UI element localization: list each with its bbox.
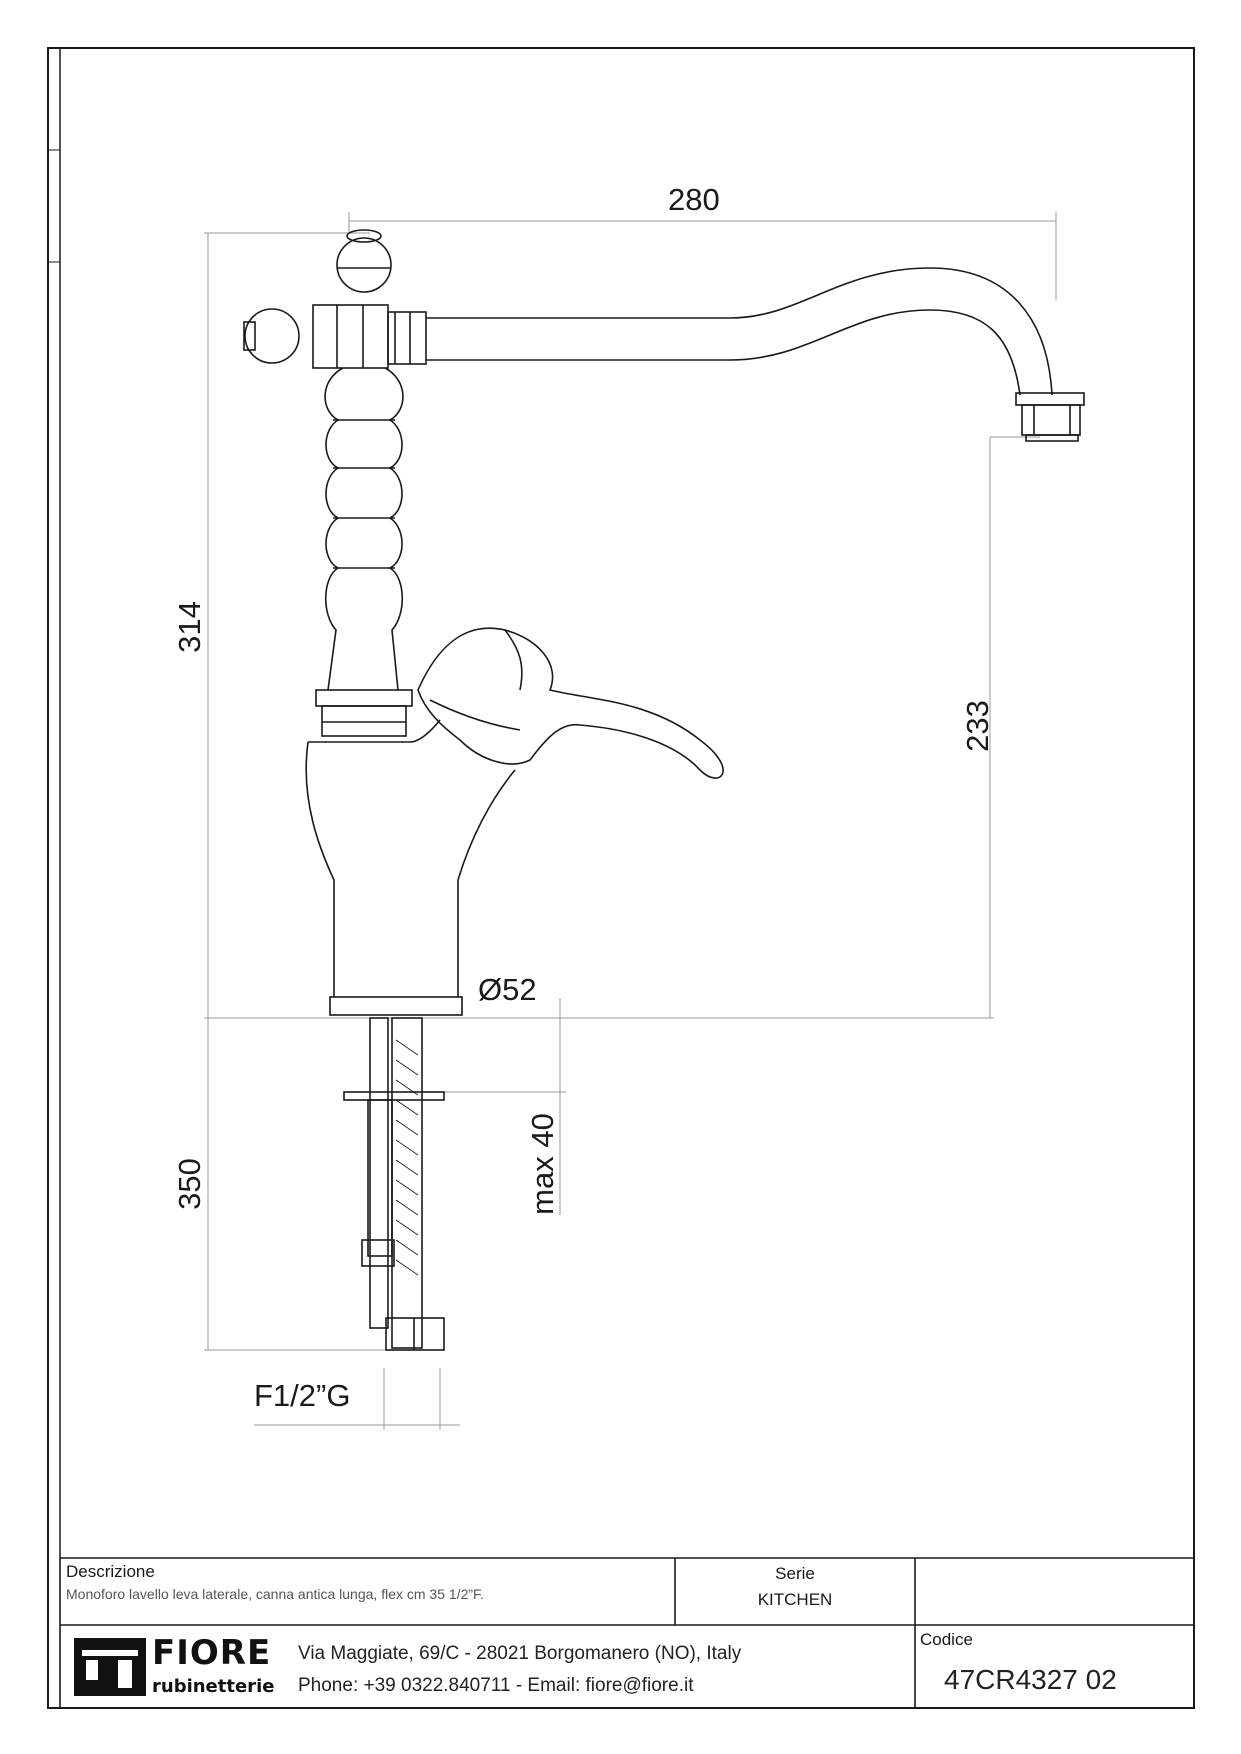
dimension-lines bbox=[204, 212, 1057, 1430]
company-address: Via Maggiate, 69/C - 28021 Borgomanero (… bbox=[298, 1643, 742, 1664]
dimension-flex-length: 350 bbox=[172, 1158, 207, 1210]
company-contact: Phone: +39 0322.840711 - Email: fiore@fi… bbox=[298, 1675, 694, 1696]
description-label: Descrizione bbox=[66, 1562, 155, 1581]
dimension-connection: F1/2”G bbox=[254, 1378, 351, 1413]
series-label: Serie bbox=[775, 1564, 815, 1583]
logo-sub: rubinetterie bbox=[152, 1676, 275, 1697]
title-block-grid bbox=[59, 1557, 1194, 1708]
dimension-height-total: 314 bbox=[172, 601, 207, 653]
dimension-spout-height: 233 bbox=[960, 700, 995, 752]
description-text: Monoforo lavello leva laterale, canna an… bbox=[66, 1586, 484, 1602]
logo-emblem bbox=[74, 1638, 146, 1696]
code-value: 47CR4327 02 bbox=[944, 1664, 1117, 1695]
series-value: KITCHEN bbox=[757, 1590, 833, 1609]
dimension-width: 280 bbox=[668, 182, 720, 217]
logo-brand: FIORE bbox=[152, 1633, 272, 1673]
faucet-outline bbox=[243, 229, 1085, 1351]
dimension-base-diameter: Ø52 bbox=[478, 972, 537, 1007]
outer-frame bbox=[47, 47, 1195, 1709]
dimension-deck-thickness: max 40 bbox=[525, 1113, 560, 1215]
code-label: Codice bbox=[920, 1630, 973, 1649]
